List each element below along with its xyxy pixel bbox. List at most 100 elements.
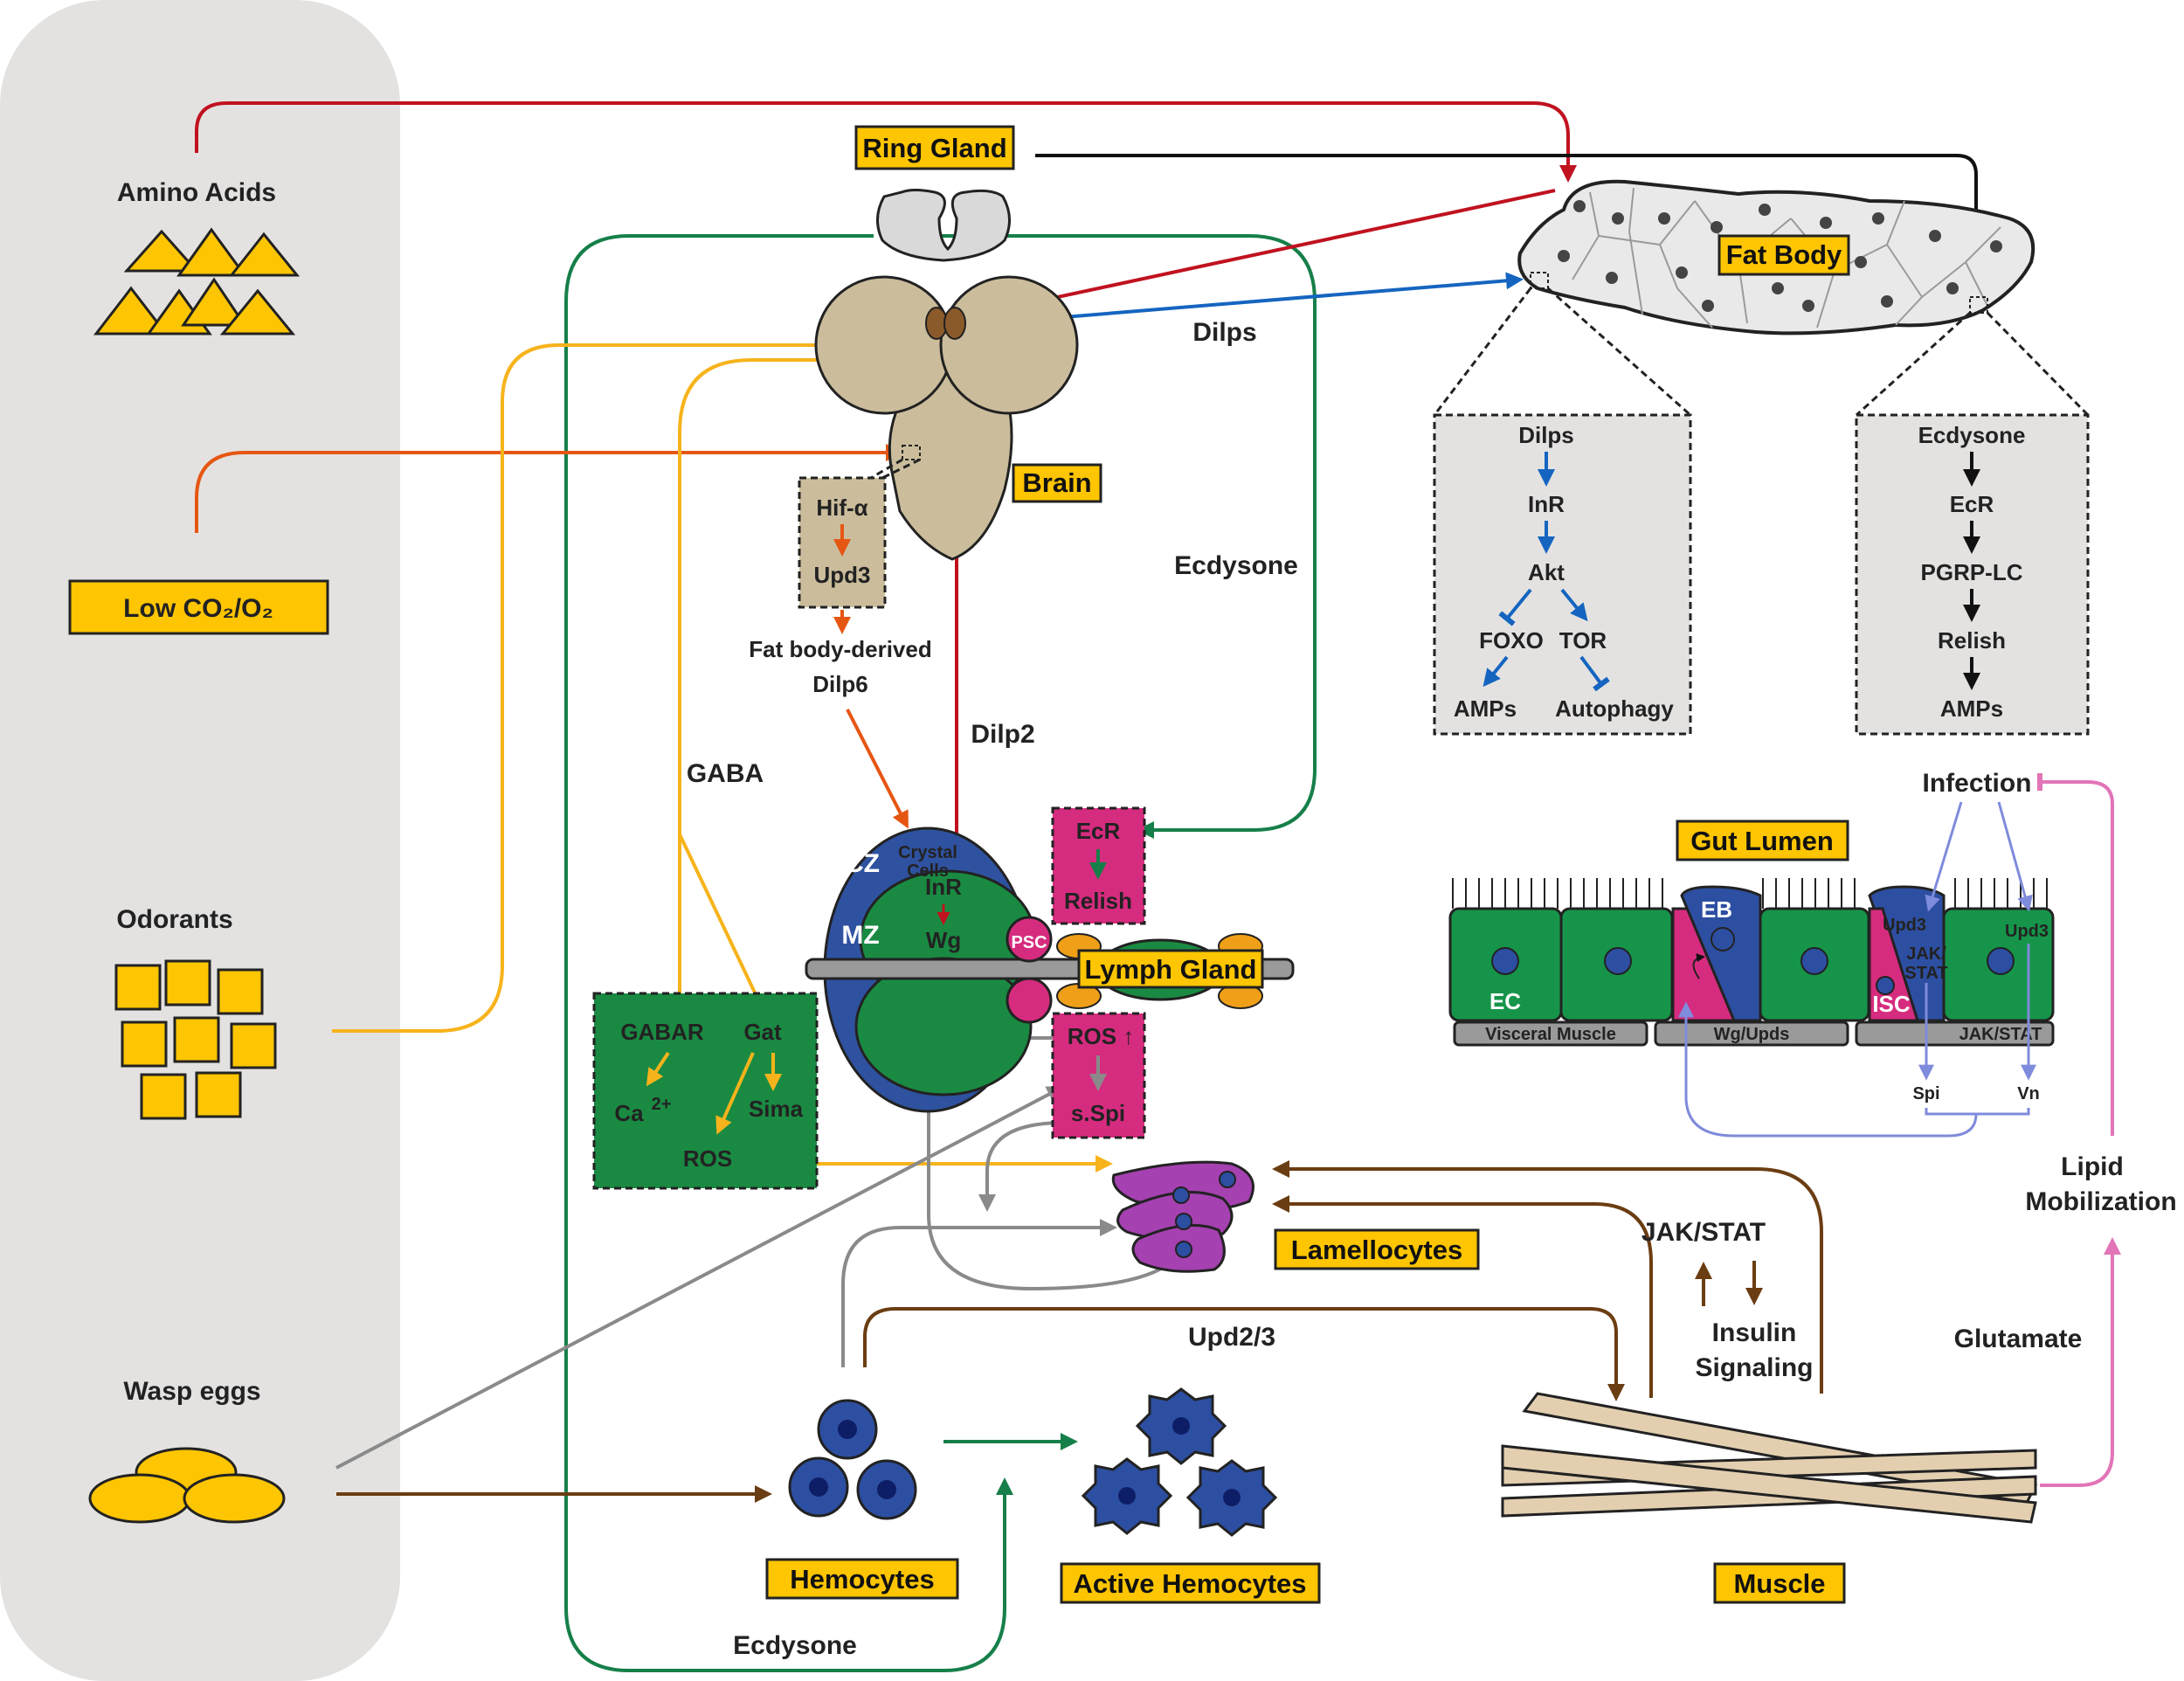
odorants-arrow <box>332 336 835 1033</box>
gabar-label: GABAR <box>620 1019 704 1045</box>
ip-tor: TOR <box>1559 627 1607 654</box>
muscle-label: Muscle <box>1733 1568 1825 1599</box>
low-gas-arrow <box>195 444 903 533</box>
hemocyte-nuclei <box>809 1420 896 1499</box>
ip-inhibit-autophagy <box>1579 655 1610 692</box>
brain-neuron-2 <box>943 307 966 340</box>
gut-upd3-a: Upd3 <box>1883 916 1926 935</box>
gut-ec-label: EC <box>1489 988 1521 1014</box>
ep-pgrp: PGRP-LC <box>1921 559 2023 585</box>
infection-to-isc-arrow <box>1925 801 1963 912</box>
wg-upds-label: Wg/Upds <box>1714 1025 1790 1044</box>
ip-inhibit-foxo <box>1498 588 1532 626</box>
gut-jak-2: STAT <box>1904 964 1947 983</box>
odorant-squares <box>114 959 277 1120</box>
low-gas-label: Low CO₂/O₂ <box>123 594 273 623</box>
gut-eb-cell <box>1680 885 1762 1022</box>
lipid-inhibit-infection <box>2037 773 2114 1136</box>
brain-roi-line-2 <box>881 458 921 480</box>
glutamate-arrow <box>2040 1237 2121 1487</box>
infection-label: Infection <box>1923 769 2032 798</box>
lymph-gland-label: Lymph Gland <box>1085 954 1257 985</box>
lymph-gland-box <box>1077 949 1264 989</box>
ip-autophagy: Autophagy <box>1555 695 1674 722</box>
lamellocytes-cells <box>1111 1160 1254 1273</box>
fat-body-box <box>1717 234 1850 276</box>
upd23-label: Upd2/3 <box>1188 1323 1275 1352</box>
gut-isc-label: ISC <box>1872 991 1911 1017</box>
relish-label: Relish <box>1064 888 1132 914</box>
wg-upds-bar <box>1654 1020 1849 1047</box>
lymph-psc-label: PSC <box>1011 933 1047 952</box>
fat-body-nuclei <box>1558 200 2002 312</box>
psc-cell-lower <box>1006 977 1053 1024</box>
fat-body-roi-line-4 <box>1986 311 2090 417</box>
lymph-crystal-label-1: Crystal <box>898 843 957 862</box>
ecdysone-upper-label: Ecdysone <box>1174 551 1298 580</box>
muscle-box <box>1713 1562 1846 1604</box>
ring-gland-label: Ring Gland <box>862 133 1006 163</box>
dilps-label: Dilps <box>1192 318 1256 347</box>
gut-lumen-label: Gut Lumen <box>1690 826 1834 856</box>
insulin-signaling-label-1: Insulin <box>1712 1318 1797 1347</box>
lymph-mz-label: MZ <box>841 921 879 950</box>
ip-inr: InR <box>1528 491 1565 517</box>
gut-vn-label: Vn <box>2017 1084 2040 1103</box>
active-hemocytes-label: Active Hemocytes <box>1073 1568 1306 1599</box>
ring-gland-to-fat-body-arrow <box>1035 154 1985 309</box>
ip-arrow-amps <box>1482 655 1509 688</box>
ring-gland-box <box>854 125 1015 170</box>
infection-to-ec-arrow <box>1997 801 2033 912</box>
upd23-arrow <box>863 1307 1625 1401</box>
gut-renewal-icon <box>1692 953 1705 979</box>
fat-body-to-brain-arrow <box>964 189 1556 322</box>
fat-body-roi-left <box>1530 272 1549 289</box>
fat-body-derived-label: Fat body-derived <box>749 636 931 662</box>
dilp6-label: Dilp6 <box>812 671 868 697</box>
hif-label: Hif-α <box>816 495 867 521</box>
gut-eb-label: EB <box>1701 896 1732 923</box>
lipid-label-2: Mobilization <box>2025 1187 2176 1216</box>
wasp-eggs-gray-arrow <box>335 1086 1065 1470</box>
fat-body-roi-line-3 <box>1855 311 1972 417</box>
ip-akt: Akt <box>1528 559 1565 585</box>
lamellocytes-box <box>1274 1228 1480 1270</box>
ip-arrow-tor <box>1560 588 1588 622</box>
odorants-label: Odorants <box>116 905 232 934</box>
ep-ecdysone: Ecdysone <box>1918 422 2026 448</box>
visceral-muscle-label: Visceral Muscle <box>1485 1025 1616 1044</box>
ip-amps: AMPs <box>1454 695 1517 722</box>
fat-body-roi-line-1 <box>1433 287 1532 416</box>
low-gas-box <box>68 579 329 635</box>
hemocytes-to-lamellocytes-arrow <box>841 1219 1117 1367</box>
gat-to-ros-arrow <box>715 1052 755 1135</box>
muscle-fibers <box>1501 1392 2038 1524</box>
psc-cell-upper <box>1006 916 1053 963</box>
hemocytes-cells <box>788 1399 917 1520</box>
visceral-muscle-bar <box>1453 1020 1648 1047</box>
hemocytes-label: Hemocytes <box>790 1564 934 1595</box>
lamellocyte-nuclei <box>1172 1171 1236 1258</box>
jakstat-bar-label: JAK/STAT <box>1959 1025 2042 1044</box>
ep-ecr: EcR <box>1950 491 1994 517</box>
insulin-signaling-label-2: Signaling <box>1696 1353 1814 1382</box>
ring-gland-shape <box>876 189 1011 262</box>
wasp-eggs <box>88 1447 286 1524</box>
ecdysone-lower-label: Ecdysone <box>733 1631 857 1660</box>
ecdysone-loop-left <box>564 234 1013 1672</box>
gut-spi-label: Spi <box>1912 1084 1939 1103</box>
brain-roi-line-1 <box>870 458 903 480</box>
muscle-to-lamellocytes-lower-arrow <box>1272 1195 1653 1398</box>
sima-label: Sima <box>749 1096 804 1122</box>
hif-upd3-label: Upd3 <box>814 562 871 588</box>
lymph-wg-label: Wg <box>926 927 961 953</box>
ip-foxo: FOXO <box>1479 627 1544 654</box>
gut-nuclei <box>1491 927 2015 995</box>
ros-label: ROS ↑ <box>1068 1023 1135 1049</box>
fat-body-label: Fat Body <box>1726 239 1842 270</box>
mz-to-lamellocytes-arrow <box>927 1013 1182 1291</box>
dilp2-label: Dilp2 <box>971 720 1034 749</box>
insulin-pathway-box <box>1433 413 1692 736</box>
muscle-to-lamellocytes-upper-arrow <box>1272 1160 1823 1394</box>
